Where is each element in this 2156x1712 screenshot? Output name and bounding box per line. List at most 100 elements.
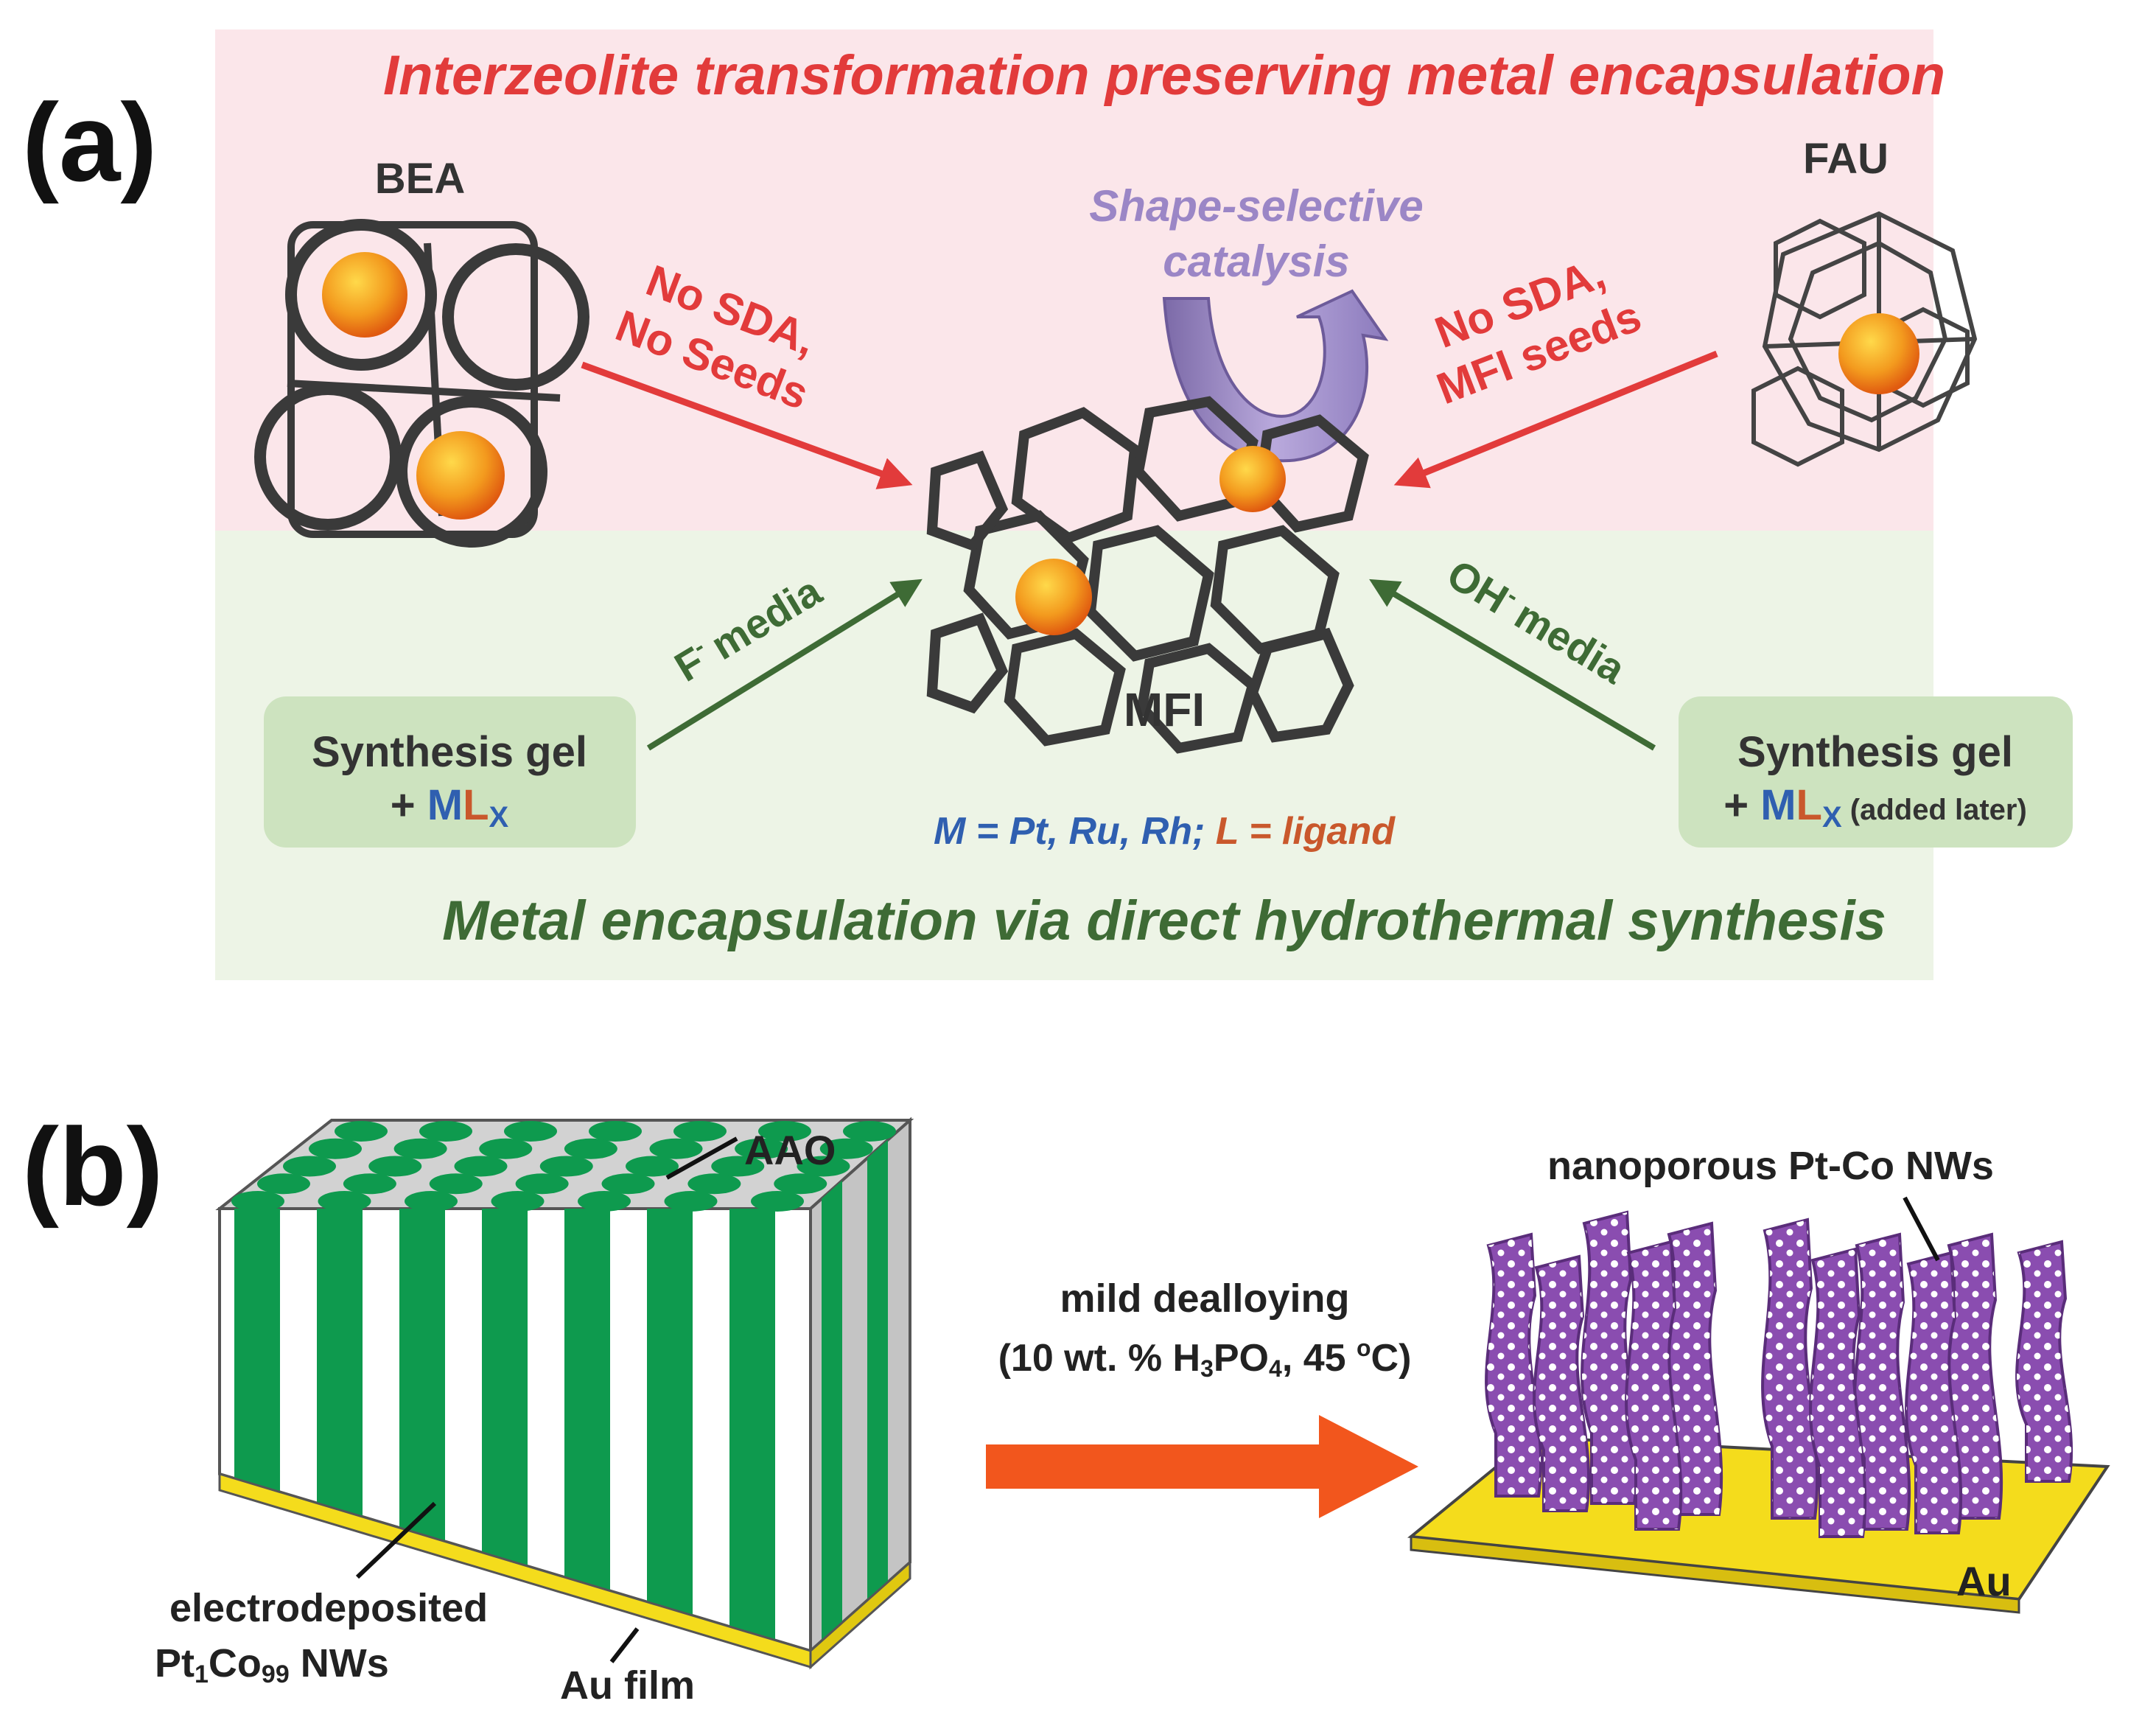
aao-pore (758, 1121, 811, 1142)
aao-pore (601, 1173, 655, 1195)
svg-text:Synthesis gel: Synthesis gel (312, 728, 587, 776)
aao-pore (491, 1191, 545, 1212)
aao-pore (335, 1121, 388, 1142)
svg-text:+ MLX (added later): + MLX (added later) (1723, 781, 2027, 834)
aao-pore (405, 1191, 458, 1212)
fau-metal-cluster (1838, 313, 1919, 394)
aao-pore (664, 1191, 718, 1212)
aao-pore (843, 1121, 896, 1142)
aao-pore (751, 1191, 804, 1212)
aao-pore (539, 1156, 593, 1177)
fau-label: FAU (1803, 135, 1889, 183)
nanowire (1761, 1217, 1819, 1520)
nanowire-stripe (317, 1209, 363, 1517)
nanowire (1581, 1210, 1639, 1505)
bea-label: BEA (375, 155, 465, 203)
right-green-arrow (1369, 579, 1656, 751)
au-substrate-edge (1410, 1535, 2020, 1614)
mfi-label: MFI (1124, 683, 1205, 736)
top-background (215, 29, 1933, 531)
aao-pore (309, 1138, 362, 1159)
aao-leader-line (665, 1136, 738, 1180)
shape-selective-line1: Shape-selective (1089, 181, 1424, 231)
metal-ligand-legend: M = Pt, Ru, Rh; L = ligand (934, 810, 1396, 853)
aao-pore (479, 1138, 533, 1159)
panel-a: (a) Interzeolite transformation preservi… (22, 29, 2073, 980)
nanowire-stripe (564, 1209, 610, 1591)
aao-pore (393, 1138, 447, 1159)
nanowire (2015, 1240, 2073, 1483)
nanowire-stripe (234, 1209, 280, 1492)
aao-pore (504, 1121, 557, 1142)
electrodeposited-leader-line (355, 1501, 437, 1579)
nanowire-stripe (822, 1180, 842, 1641)
aao-pore (797, 1156, 850, 1177)
process-line1: mild dealloying (1060, 1276, 1349, 1321)
aao-pore (429, 1173, 483, 1195)
nanowire (1665, 1221, 1723, 1516)
nanowire (1533, 1254, 1591, 1512)
nanowire-stripe (867, 1139, 888, 1601)
aao-pore (368, 1156, 422, 1177)
nanowire-stripes-side (822, 1139, 888, 1641)
au-film-leader-line (609, 1627, 640, 1663)
au-film-label: Au film (560, 1663, 695, 1708)
au-label: Au (1956, 1558, 2012, 1604)
nanoporous-label: nanoporous Pt-Co NWs (1547, 1144, 1994, 1188)
nanowire (1625, 1240, 1683, 1531)
electrodeposited-line2: Pt1Co99 NWs (155, 1641, 389, 1688)
aao-pore (589, 1121, 642, 1142)
aao-pore (515, 1173, 569, 1195)
aao-pore (673, 1121, 727, 1142)
process-line2: (10 wt. % H3PO4, 45 oC) (998, 1335, 1412, 1382)
electrodeposited-line1: electrodeposited (169, 1586, 488, 1630)
aao-pore (564, 1138, 617, 1159)
aao-pore (711, 1156, 765, 1177)
nanowire-stripe (729, 1209, 775, 1641)
aao-pore (649, 1138, 703, 1159)
panel-b: (b) AAO electrodeposited Pt1Co99 NWs Au … (22, 1105, 2110, 1708)
aao-label: AAO (744, 1127, 836, 1173)
bottom-title: Metal encapsulation via direct hydrother… (442, 890, 1886, 952)
nanowire (1485, 1232, 1543, 1498)
nanoporous-nanowires (1485, 1210, 2073, 1538)
nanowire (1809, 1247, 1867, 1538)
nanowire-stripe (482, 1209, 528, 1567)
nanoporous-leader-line (1903, 1196, 1940, 1262)
mfi-metal-cluster (1219, 446, 1286, 512)
svg-text:+ MLX: + MLX (391, 781, 509, 834)
right-red-arrow (1393, 350, 1718, 489)
aao-pore (578, 1191, 631, 1212)
left-red-arrow (581, 361, 913, 489)
shape-selective-line2: catalysis (1163, 237, 1350, 286)
svg-text:Synthesis gel: Synthesis gel (1737, 728, 2013, 776)
mfi-metal-cluster (1015, 559, 1092, 635)
aao-pore (735, 1138, 788, 1159)
panel-a-label: (a) (22, 80, 157, 204)
aao-pore (419, 1121, 472, 1142)
nanowire (1853, 1232, 1911, 1531)
nanowire (1905, 1251, 1963, 1534)
aao-pore (283, 1156, 336, 1177)
aao-pore (343, 1173, 396, 1195)
aao-pore (819, 1138, 873, 1159)
aao-pores (231, 1121, 896, 1212)
aao-block (215, 1117, 914, 1670)
left-green-arrow (646, 579, 923, 751)
aao-pore (687, 1173, 741, 1195)
aao-pore (257, 1173, 310, 1195)
nanowire-stripes-front (234, 1209, 775, 1641)
gel-box-right: Synthesis gel + MLX (added later) (1679, 696, 2073, 848)
top-title: Interzeolite transformation preserving m… (383, 44, 1945, 107)
aao-pore (231, 1191, 284, 1212)
nanowire-stripe (647, 1209, 693, 1616)
aao-pore (774, 1173, 827, 1195)
au-film-side (809, 1559, 911, 1670)
bea-metal-cluster (322, 252, 407, 338)
aao-pore (318, 1191, 371, 1212)
panel-b-label: (b) (22, 1105, 164, 1229)
process-arrow (986, 1415, 1418, 1518)
bea-metal-cluster (416, 431, 505, 520)
aao-pore (626, 1156, 679, 1177)
